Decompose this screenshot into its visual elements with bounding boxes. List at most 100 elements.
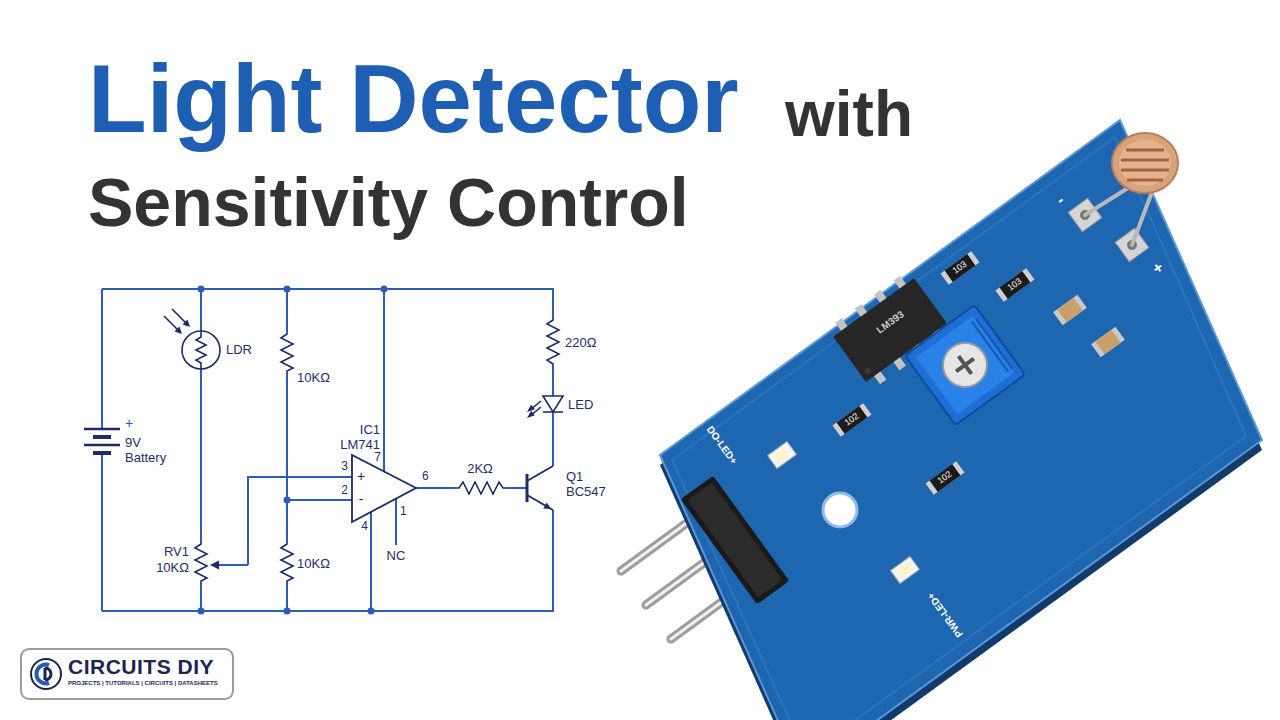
resistor-symbol — [455, 482, 505, 494]
ldr-component — [1121, 150, 1169, 180]
module-board — [672, 137, 1246, 720]
trimmer-potentiometer — [950, 350, 981, 381]
trimmer-potentiometer — [934, 334, 995, 395]
part-label: Battery — [125, 451, 166, 465]
part-label: IC1 — [360, 423, 380, 437]
wire — [395, 499, 397, 545]
pin-header — [681, 476, 790, 605]
trimmer-potentiometer — [905, 305, 1025, 425]
brand-tagline: PROJECTS | TUTORIALS | CIRCUITS | DATASH… — [68, 680, 218, 688]
junction-dot — [198, 608, 205, 615]
smd-resistor — [833, 403, 872, 437]
wire — [248, 477, 352, 565]
pin-number: 1 — [400, 505, 407, 518]
junction-dot — [284, 497, 291, 504]
smd-resistor — [1000, 271, 1031, 299]
battery-symbol — [93, 437, 111, 453]
module-board — [660, 120, 1262, 720]
silkscreen-text: DO-LED+ — [705, 424, 740, 466]
led-symbol — [527, 405, 535, 412]
logo-icon — [29, 657, 63, 691]
pin-header — [688, 483, 783, 598]
part-value: 10KΩ — [297, 371, 330, 385]
pin-note: NC — [387, 549, 406, 563]
junction-dot — [381, 286, 388, 293]
heading-title: Light Detector — [88, 46, 739, 152]
smd-resistor — [833, 403, 872, 437]
input-sign: - — [359, 492, 364, 507]
smd-led — [768, 441, 797, 468]
silkscreen-text: + — [1149, 258, 1167, 278]
comparator-chip — [864, 367, 872, 375]
smd-led — [775, 448, 789, 462]
wire — [287, 499, 352, 501]
logo-box: CIRCUITS DIYPROJECTS | TUTORIALS | CIRCU… — [20, 648, 234, 700]
part-label: LED — [568, 398, 593, 412]
polarity-mark: + — [125, 416, 133, 431]
part-label: LDR — [226, 343, 252, 357]
ldr-symbol — [183, 320, 191, 328]
led-symbol — [527, 396, 563, 418]
smd-capacitor — [1053, 295, 1087, 326]
smd-resistor — [926, 461, 965, 495]
resistor-symbol — [281, 330, 293, 375]
wire — [218, 564, 248, 566]
part-value: 2KΩ — [467, 462, 493, 476]
ldr-component — [1085, 188, 1152, 245]
smd-resistor — [837, 406, 868, 434]
led-symbol — [543, 411, 563, 413]
pin-number: 3 — [341, 460, 348, 473]
smd-led — [898, 563, 912, 577]
ldr-component — [1112, 133, 1178, 193]
transistor-symbol — [527, 466, 553, 510]
smd-led — [891, 556, 920, 583]
smd-led — [768, 441, 797, 468]
ldr-symbol — [182, 331, 220, 369]
pin-number: 2 — [341, 484, 348, 497]
smd-resistor — [996, 268, 1035, 302]
chip-marking: LM393 — [874, 308, 906, 335]
input-sign: + — [357, 469, 365, 484]
pin-number: 6 — [422, 470, 429, 483]
silkscreen-text: PWR-LED+ — [925, 591, 965, 640]
potentiometer-symbol — [195, 540, 207, 585]
part-label: RV1 — [164, 545, 189, 559]
wire — [383, 289, 385, 472]
smd-capacitor — [1095, 330, 1121, 355]
wire — [101, 289, 103, 611]
ldr-symbol — [164, 309, 220, 369]
wire — [552, 370, 554, 466]
resistor-symbol — [547, 315, 559, 370]
part-value: 9V — [125, 436, 141, 450]
smd-resistor — [941, 251, 980, 285]
smd-capacitor — [1053, 295, 1087, 326]
led-symbol — [543, 396, 563, 412]
module-board — [660, 120, 1262, 720]
wire — [102, 510, 553, 611]
smd-code: 103 — [1006, 277, 1024, 294]
ldr-symbol — [175, 327, 183, 335]
opamp-symbol — [352, 455, 416, 522]
heading-text: with — [785, 79, 913, 149]
part-value: 220Ω — [565, 336, 596, 350]
part-value: BC547 — [566, 485, 606, 499]
ldr-component — [1085, 133, 1178, 245]
silkscreen-text: - — [1053, 191, 1068, 208]
pin-number: 7 — [374, 451, 381, 464]
ldr-symbol — [164, 309, 186, 330]
smd-resistor — [945, 254, 976, 282]
transistor-symbol — [543, 503, 551, 510]
potentiometer-symbol — [195, 540, 219, 585]
part-value: 10KΩ — [156, 561, 189, 575]
battery-symbol — [84, 429, 120, 453]
smd-capacitor — [1091, 327, 1125, 358]
smd-resistor — [930, 464, 961, 492]
mounting-hole — [823, 493, 857, 527]
resistor-symbol — [281, 540, 293, 585]
smd-resistor — [941, 251, 980, 285]
junction-dot — [198, 286, 205, 293]
ldr-component — [1119, 140, 1171, 186]
ldr-symbol — [196, 331, 206, 369]
transistor-symbol — [526, 474, 529, 502]
